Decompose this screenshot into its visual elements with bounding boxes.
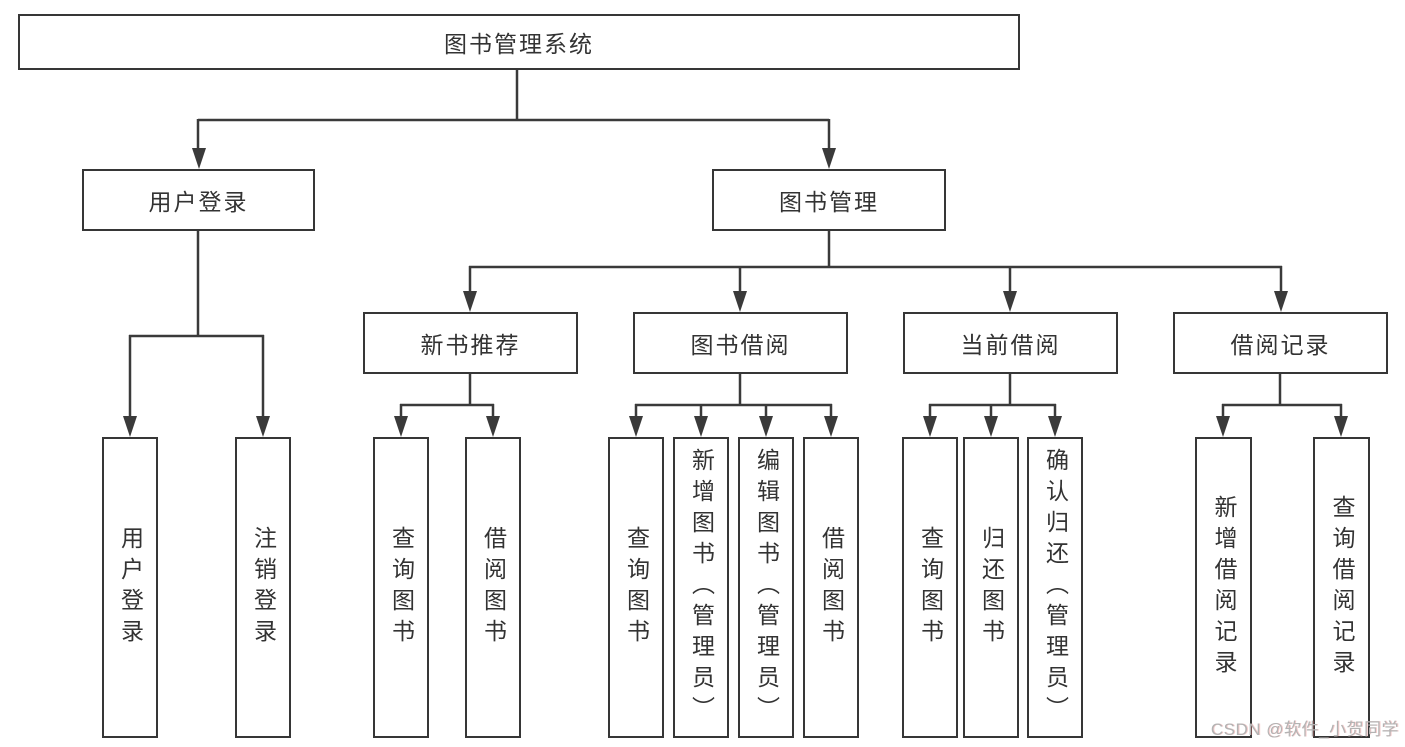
node-book-borrowing: 图书借阅 <box>633 312 848 374</box>
leaf-query-books-current: 查询图书 <box>902 437 958 738</box>
node-label: 当前借阅 <box>960 332 1061 358</box>
node-label: 查询借阅记录 <box>1329 494 1355 681</box>
node-library-management-system: 图书管理系统 <box>18 14 1020 70</box>
arrowheads <box>123 148 1348 437</box>
leaf-borrow-books: 借阅图书 <box>803 437 859 738</box>
node-label: 注销登录 <box>250 525 277 650</box>
node-label: 新增图书（管理员） <box>688 448 715 727</box>
node-book-management: 图书管理 <box>712 169 946 231</box>
node-new-book-recommendation: 新书推荐 <box>363 312 578 374</box>
leaf-user-login: 用户登录 <box>102 437 158 738</box>
node-label: 图书管理系统 <box>444 31 594 57</box>
node-label: 借阅图书 <box>480 525 507 650</box>
node-label: 借阅记录 <box>1230 332 1331 358</box>
leaf-confirm-return-admin: 确认归还（管理员） <box>1027 437 1083 738</box>
leaf-query-books-borrowing: 查询图书 <box>608 437 664 738</box>
node-label: 新书推荐 <box>420 332 521 358</box>
node-label: 编辑图书（管理员） <box>753 448 780 727</box>
leaf-add-books-admin: 新增图书（管理员） <box>673 437 729 738</box>
node-label: 确认归还（管理员） <box>1042 448 1069 727</box>
node-borrowing-records: 借阅记录 <box>1173 312 1388 374</box>
node-label: 新增借阅记录 <box>1211 494 1237 681</box>
leaf-query-borrow-record: 查询借阅记录 <box>1313 437 1370 738</box>
node-current-borrowing: 当前借阅 <box>903 312 1118 374</box>
node-label: 图书管理 <box>779 189 879 215</box>
leaf-borrow-books-recommend: 借阅图书 <box>465 437 521 738</box>
leaf-add-borrow-record: 新增借阅记录 <box>1195 437 1252 738</box>
leaf-query-books-recommend: 查询图书 <box>373 437 429 738</box>
node-user-login: 用户登录 <box>82 169 315 231</box>
watermark: CSDN @软件_小贺同学 <box>1210 720 1399 739</box>
node-label: 用户登录 <box>148 189 249 215</box>
node-label: 图书借阅 <box>690 332 791 358</box>
node-label: 归还图书 <box>978 525 1005 650</box>
leaf-return-books: 归还图书 <box>963 437 1019 738</box>
node-label: 查询图书 <box>388 525 415 650</box>
leaf-logout: 注销登录 <box>235 437 291 738</box>
node-label: 查询图书 <box>623 525 650 650</box>
leaf-edit-books-admin: 编辑图书（管理员） <box>738 437 794 738</box>
node-label: 借阅图书 <box>818 525 845 650</box>
node-label: 查询图书 <box>917 525 944 650</box>
node-label: 用户登录 <box>117 525 144 650</box>
